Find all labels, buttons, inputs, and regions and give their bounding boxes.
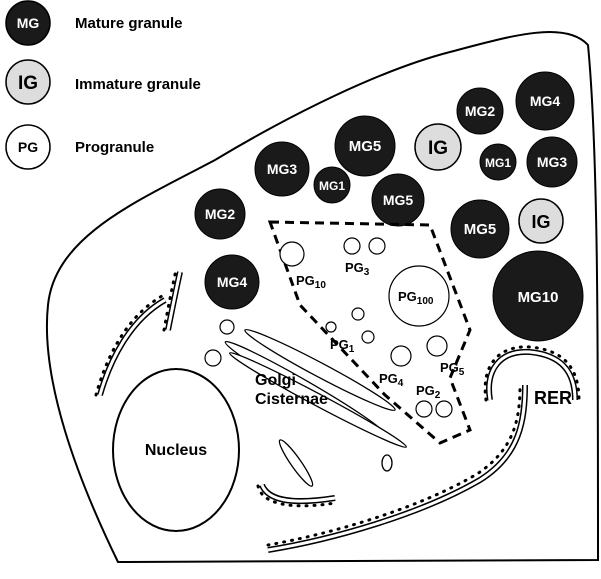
legend-progranule: PG Progranule	[5, 124, 154, 170]
rough-er	[94, 268, 581, 553]
vesicle	[219, 319, 235, 335]
pg1-label: PG1	[330, 337, 355, 355]
legend-mature-abbr: MG	[17, 15, 40, 31]
svg-text:MG5: MG5	[383, 192, 414, 208]
progranule	[390, 345, 412, 367]
progranule	[435, 400, 453, 418]
pg2-label: PG2	[416, 383, 441, 401]
legend-immature-swatch	[5, 59, 51, 105]
golgi-label-line2: Cisternae	[255, 391, 328, 408]
mature-granule: MG1	[479, 143, 517, 181]
svg-text:MG4: MG4	[530, 93, 561, 109]
vesicle	[204, 349, 222, 367]
golgi-region-boundary	[267, 220, 472, 445]
mature-granule: MG4	[204, 254, 260, 310]
mature-granule: MG2	[456, 87, 504, 135]
mature-granule: MG10	[492, 250, 584, 342]
legend-mature: MG Mature granule	[5, 0, 183, 46]
mature-granule: MG1	[313, 166, 351, 204]
pg3-label: PG3	[345, 260, 370, 278]
mature-granule: MG5	[371, 173, 425, 227]
svg-text:IG: IG	[531, 212, 550, 232]
legend-mature-swatch	[5, 0, 51, 46]
rer-label: RER	[534, 388, 572, 408]
cell-membrane	[46, 31, 600, 564]
mature-granules: MG2 MG4 MG5 MG3 MG1 MG3 MG1 MG5 MG2 MG4 …	[194, 71, 584, 342]
svg-text:MG2: MG2	[205, 206, 236, 222]
svg-text:MG1: MG1	[485, 156, 511, 170]
svg-text:MG5: MG5	[464, 221, 497, 238]
nucleus-label: Nucleus	[145, 442, 207, 459]
svg-text:IG: IG	[428, 138, 448, 159]
golgi-cisternae	[224, 328, 407, 487]
legend-progranule-label: Progranule	[75, 139, 154, 156]
mature-granule: MG5	[450, 199, 510, 259]
pg5-label: PG5	[440, 360, 465, 378]
mature-granule: MG3	[254, 141, 310, 197]
nucleus	[112, 368, 240, 532]
immature-granule: IG	[518, 198, 564, 244]
progranule	[388, 265, 450, 327]
immature-granules: IG IG	[414, 123, 564, 244]
svg-text:MG3: MG3	[267, 161, 298, 177]
golgi-cisterna	[278, 439, 314, 487]
mature-granule: MG4	[515, 71, 575, 131]
legend-progranule-swatch	[5, 124, 51, 170]
progranule-labels: PG10 PG3 PG100 PG1 PG4 PG5 PG2	[296, 260, 465, 401]
progranule	[415, 400, 433, 418]
legend-immature: IG Immature granule	[5, 59, 201, 105]
svg-text:MG1: MG1	[319, 179, 345, 193]
progranule	[325, 321, 337, 333]
golgi-cisterna	[381, 454, 393, 472]
mature-granule: MG5	[334, 115, 396, 177]
golgi-label-line1: Golgi	[255, 372, 296, 389]
legend-immature-label: Immature granule	[75, 76, 201, 93]
svg-text:MG5: MG5	[349, 138, 382, 155]
pg4-label: PG4	[379, 371, 404, 389]
svg-text:MG3: MG3	[537, 154, 568, 170]
progranule	[351, 307, 365, 321]
pg100-label: PG100	[398, 289, 434, 307]
golgi-cisterna	[244, 328, 396, 412]
svg-text:MG4: MG4	[217, 274, 248, 290]
immature-granule: IG	[414, 123, 462, 171]
progranule	[279, 241, 305, 267]
progranule	[343, 237, 361, 255]
progranule	[426, 335, 448, 357]
mature-granule: MG3	[526, 136, 578, 188]
golgi-cisterna	[229, 352, 407, 448]
legend-immature-abbr: IG	[18, 73, 38, 94]
pg10-label: PG10	[296, 273, 326, 291]
legend: MG Mature granule IG Immature granule PG…	[5, 0, 201, 170]
legend-mature-label: Mature granule	[75, 15, 183, 32]
progranule	[368, 237, 386, 255]
svg-text:MG2: MG2	[465, 103, 496, 119]
svg-text:MG10: MG10	[518, 289, 559, 306]
progranule	[361, 330, 375, 344]
legend-progranule-abbr: PG	[18, 139, 38, 155]
progranules	[204, 237, 453, 418]
mature-granule: MG2	[194, 188, 246, 240]
